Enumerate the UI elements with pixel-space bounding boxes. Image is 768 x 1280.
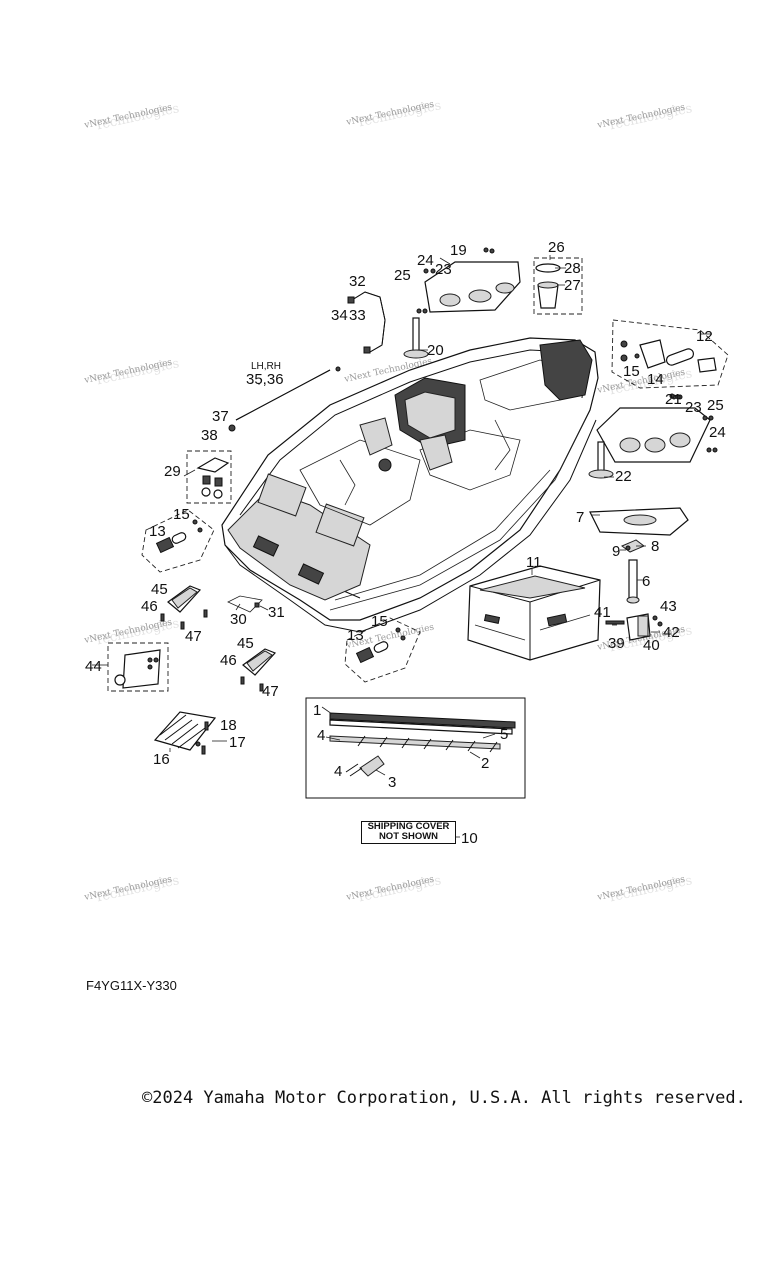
callout-7: 7 xyxy=(576,509,584,526)
callout-24: 24 xyxy=(709,424,726,441)
callout-37: 37 xyxy=(212,408,229,425)
part-11-cooler xyxy=(467,565,601,661)
callout-42: 42 xyxy=(663,624,680,641)
callout-34: 34 xyxy=(331,307,348,324)
part-39-43-hinge xyxy=(605,613,663,641)
callout-5: 5 xyxy=(500,726,508,743)
callout-25: 25 xyxy=(707,397,724,414)
callout-11: 11 xyxy=(526,554,542,571)
part-30-clip xyxy=(227,595,263,613)
callout-47: 47 xyxy=(185,628,202,645)
part-20-post xyxy=(403,317,429,359)
shipping-note-line1: SHIPPING COVER xyxy=(367,821,450,832)
callout-32: 32 xyxy=(349,273,366,290)
callout-27: 27 xyxy=(564,277,581,294)
callout-21: 21 xyxy=(665,391,682,408)
diagram-code: F4YG11X-Y330 xyxy=(86,978,177,993)
callout-24: 24 xyxy=(417,252,434,269)
callout-43: 43 xyxy=(660,598,677,615)
callout-46: 46 xyxy=(141,598,158,615)
callout-8: 8 xyxy=(651,538,659,555)
callout-6: 6 xyxy=(642,573,650,590)
callout-12: 12 xyxy=(696,328,713,345)
part-45-step xyxy=(160,585,208,630)
callout-31: 31 xyxy=(268,604,285,621)
callout-40: 40 xyxy=(643,637,660,654)
part-44-plate xyxy=(107,642,169,692)
callout-30: 30 xyxy=(230,611,247,628)
callout-14: 14 xyxy=(647,371,664,388)
callout-4: 4 xyxy=(334,763,342,780)
leader-lines xyxy=(92,255,712,838)
copyright-notice: ©2024 Yamaha Motor Corporation, U.S.A. A… xyxy=(142,1088,746,1108)
callout-4: 4 xyxy=(317,727,325,744)
part-7-table-top xyxy=(589,507,689,536)
part-32-grab-rail xyxy=(347,291,386,354)
callout-17: 17 xyxy=(229,734,246,751)
part-13-hinge-group xyxy=(141,509,215,573)
callout-33: 33 xyxy=(349,307,366,324)
callout-16: 16 xyxy=(153,751,170,768)
callout-45: 45 xyxy=(237,635,254,652)
callout-25: 25 xyxy=(394,267,411,284)
callout-47: 47 xyxy=(262,683,279,700)
callout-20: 20 xyxy=(427,342,444,359)
callout-19: 19 xyxy=(450,242,467,259)
boat-hull-drawing xyxy=(221,337,599,633)
callout-2: 2 xyxy=(481,755,489,772)
callout-29: 29 xyxy=(164,463,181,480)
callout-15: 15 xyxy=(623,363,640,380)
shipping-cover-note: SHIPPING COVER NOT SHOWN xyxy=(361,821,456,844)
callout-41: 41 xyxy=(594,604,611,621)
callout-44: 44 xyxy=(85,658,102,675)
callout-28: 28 xyxy=(564,260,581,277)
callout-38: 38 xyxy=(201,427,218,444)
callout-22: 22 xyxy=(615,468,632,485)
part-13-hinge-group xyxy=(344,617,421,683)
callout-23: 23 xyxy=(685,399,702,416)
callout-15: 15 xyxy=(371,613,388,630)
part-35-36-rod xyxy=(228,366,341,432)
callout-13: 13 xyxy=(149,523,166,540)
part-29-cleat xyxy=(186,450,232,504)
shipping-note-line2: NOT SHOWN xyxy=(378,831,439,842)
part-45-step xyxy=(240,648,277,692)
side-note-lh-rh: LH,RH xyxy=(251,361,281,372)
callout-39: 39 xyxy=(608,635,625,652)
callout-10: 10 xyxy=(461,830,478,847)
callout-26: 26 xyxy=(548,239,565,256)
callout-18: 18 xyxy=(220,717,237,734)
callout-1: 1 xyxy=(313,702,321,719)
part-19-cupholder-panel xyxy=(416,247,521,314)
part-12-bracket-group xyxy=(611,319,729,400)
part-22-post xyxy=(588,441,614,479)
part-6-table-leg xyxy=(626,559,640,604)
callout-35-36: 35,36 xyxy=(246,371,284,388)
callout-3: 3 xyxy=(388,774,396,791)
callout-9: 9 xyxy=(612,543,620,560)
callout-45: 45 xyxy=(151,581,168,598)
callout-13: 13 xyxy=(347,627,364,644)
callout-labels: 1 2 3 4 4 5 6 7 8 9 11 12 13 13 14 15 15… xyxy=(85,239,726,847)
rub-rail-inset xyxy=(305,697,526,799)
callout-46: 46 xyxy=(220,652,237,669)
callout-15: 15 xyxy=(173,506,190,523)
part-16-ladder xyxy=(153,711,217,755)
callout-23: 23 xyxy=(435,261,452,278)
